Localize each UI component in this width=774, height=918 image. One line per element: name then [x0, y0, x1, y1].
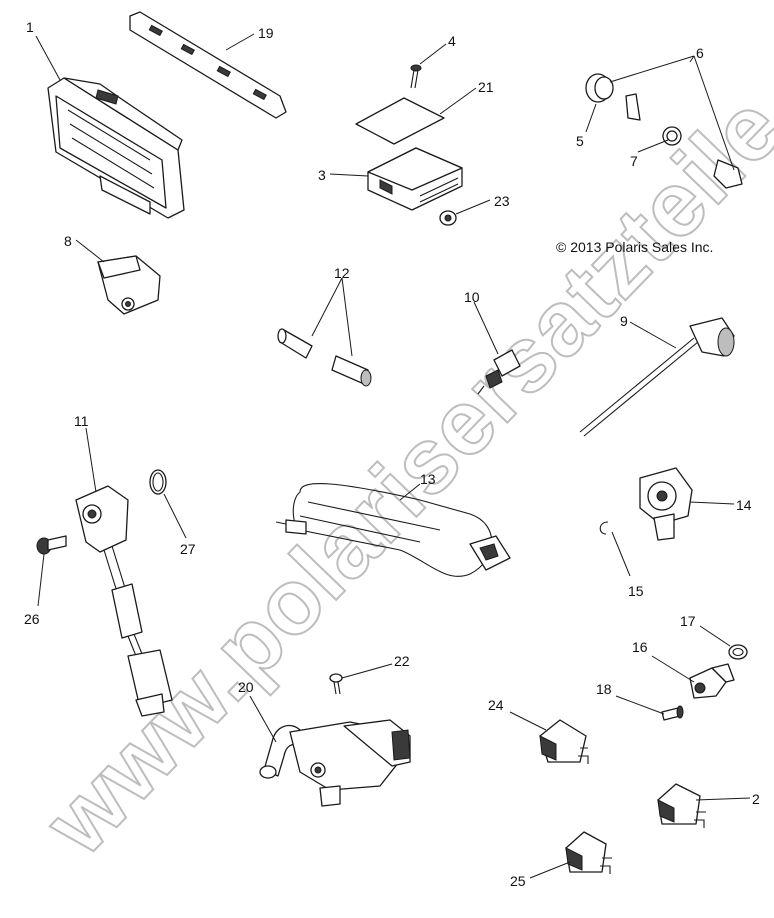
callout-27: 27	[180, 541, 196, 557]
part-1-ecu	[47, 77, 185, 219]
callout-17: 17	[680, 613, 696, 629]
part-25-relay	[565, 831, 612, 874]
part-2-relay	[657, 783, 706, 828]
callout-16: 16	[632, 639, 648, 655]
part-22-screw	[329, 673, 343, 695]
part-16-elbow-sensor	[689, 663, 735, 699]
part-11-crank-sensor	[75, 485, 173, 717]
callout-25: 25	[510, 873, 526, 889]
callout-11: 11	[74, 413, 89, 429]
callout-6: 6	[696, 45, 704, 61]
callout-23: 23	[494, 193, 510, 209]
part-17-washer	[728, 644, 748, 660]
callout-20: 20	[238, 679, 254, 695]
callout-numbers: 1 19 4 21 3 23 6 5 7 8 12 10 9 11 27 26 …	[24, 19, 760, 889]
copyright-notice: © 2013 Polaris Sales Inc.	[556, 239, 713, 255]
part-13-harness	[275, 483, 511, 577]
part-3-module	[367, 147, 463, 211]
part-9-o2-sensor	[579, 317, 735, 437]
callout-19: 19	[258, 25, 274, 41]
callout-12: 12	[334, 265, 350, 281]
part-4-screw	[410, 64, 422, 89]
part-26-bolt	[36, 535, 67, 555]
callout-21: 21	[478, 79, 494, 95]
callout-8: 8	[64, 233, 72, 249]
callout-22: 22	[394, 653, 410, 669]
part-19-bracket	[129, 11, 287, 119]
callout-26: 26	[24, 611, 40, 627]
callout-14: 14	[736, 497, 752, 513]
part-8-map-sensor	[97, 255, 161, 315]
part-14-knock-sensor	[639, 467, 693, 541]
callout-7: 7	[630, 153, 638, 169]
callout-4: 4	[448, 33, 456, 49]
callout-13: 13	[420, 471, 436, 487]
callout-15: 15	[628, 583, 644, 599]
callout-9: 9	[620, 313, 628, 329]
part-27-oring	[149, 469, 167, 495]
callout-1: 1	[26, 19, 34, 35]
callout-24: 24	[488, 697, 504, 713]
part-24-relay	[539, 719, 589, 764]
leader-lines	[35, 33, 751, 879]
callout-5: 5	[576, 133, 584, 149]
callout-10: 10	[464, 289, 480, 305]
part-20-valve	[259, 719, 411, 807]
part-10-temp-sensor	[477, 349, 521, 395]
part-18-bolt	[661, 705, 684, 721]
callout-3: 3	[318, 167, 326, 183]
part-21-cover	[355, 97, 445, 145]
callout-2: 2	[752, 791, 760, 807]
part-23-grommet	[439, 210, 457, 226]
part-12-fuses	[277, 328, 372, 387]
callout-18: 18	[596, 681, 612, 697]
part-15-clip	[599, 521, 609, 535]
